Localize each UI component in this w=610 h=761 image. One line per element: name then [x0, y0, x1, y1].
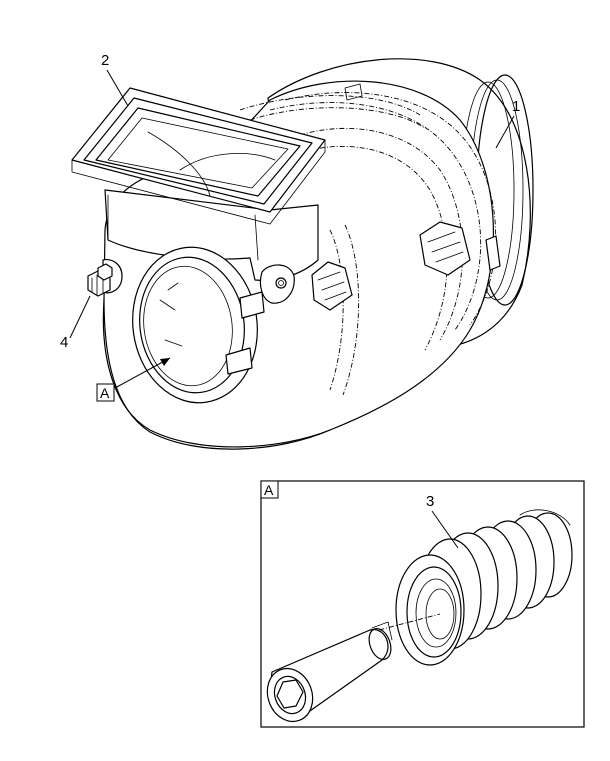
view-reference-a: A [96, 357, 171, 402]
callout-part-3: 3 [426, 493, 459, 549]
view-reference-label: A [100, 385, 110, 401]
detail-view-a: A 3 [260, 480, 585, 728]
inlet-duct [71, 87, 326, 281]
callout-part-1: 1 [495, 98, 520, 149]
collar-ring [359, 554, 465, 666]
restriction-indicator-fitting [87, 259, 123, 297]
callout-part-2: 2 [101, 52, 129, 107]
air-cleaner-housing [71, 58, 534, 450]
tapered-tube [266, 621, 393, 723]
mounting-boss [259, 264, 295, 304]
callout-label-3: 3 [426, 493, 434, 510]
callout-label-4: 4 [60, 334, 68, 351]
callout-label-2: 2 [101, 52, 109, 69]
detail-view-label: A [264, 482, 274, 498]
callout-label-1: 1 [512, 98, 520, 115]
callout-part-4: 4 [60, 295, 91, 351]
